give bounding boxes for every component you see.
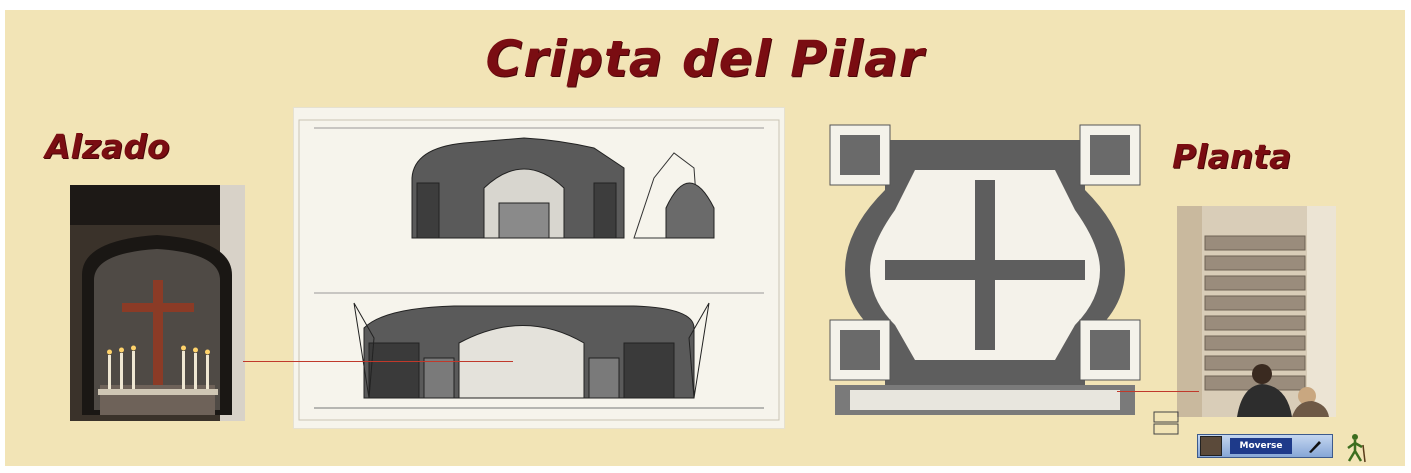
floor-plan-drawing [825, 110, 1145, 440]
connector-line-alzado [243, 361, 513, 362]
floor-plan-svg [829, 124, 1141, 415]
pencil-icon[interactable] [1306, 438, 1324, 454]
walker-icon[interactable] [1342, 433, 1368, 463]
slide-title: Cripta del Pilar [485, 30, 925, 88]
crypt-altar-photo [70, 185, 245, 421]
crypt-altar-image [70, 185, 245, 421]
scale-mark [1153, 410, 1179, 438]
stairs-photo [1177, 206, 1336, 417]
elevation-sections-svg [298, 119, 780, 421]
moverse-button[interactable]: Moverse [1230, 438, 1292, 454]
label-planta: Planta [1172, 137, 1292, 176]
nav-bar[interactable]: Moverse [1197, 434, 1333, 458]
label-alzado: Alzado [45, 127, 170, 166]
avatar-icon [1200, 436, 1222, 456]
stairs-image [1177, 206, 1336, 417]
connector-line-planta [1117, 391, 1199, 392]
elevation-drawing [293, 107, 785, 429]
slide: Cripta del Pilar Alzado Planta [5, 10, 1405, 466]
